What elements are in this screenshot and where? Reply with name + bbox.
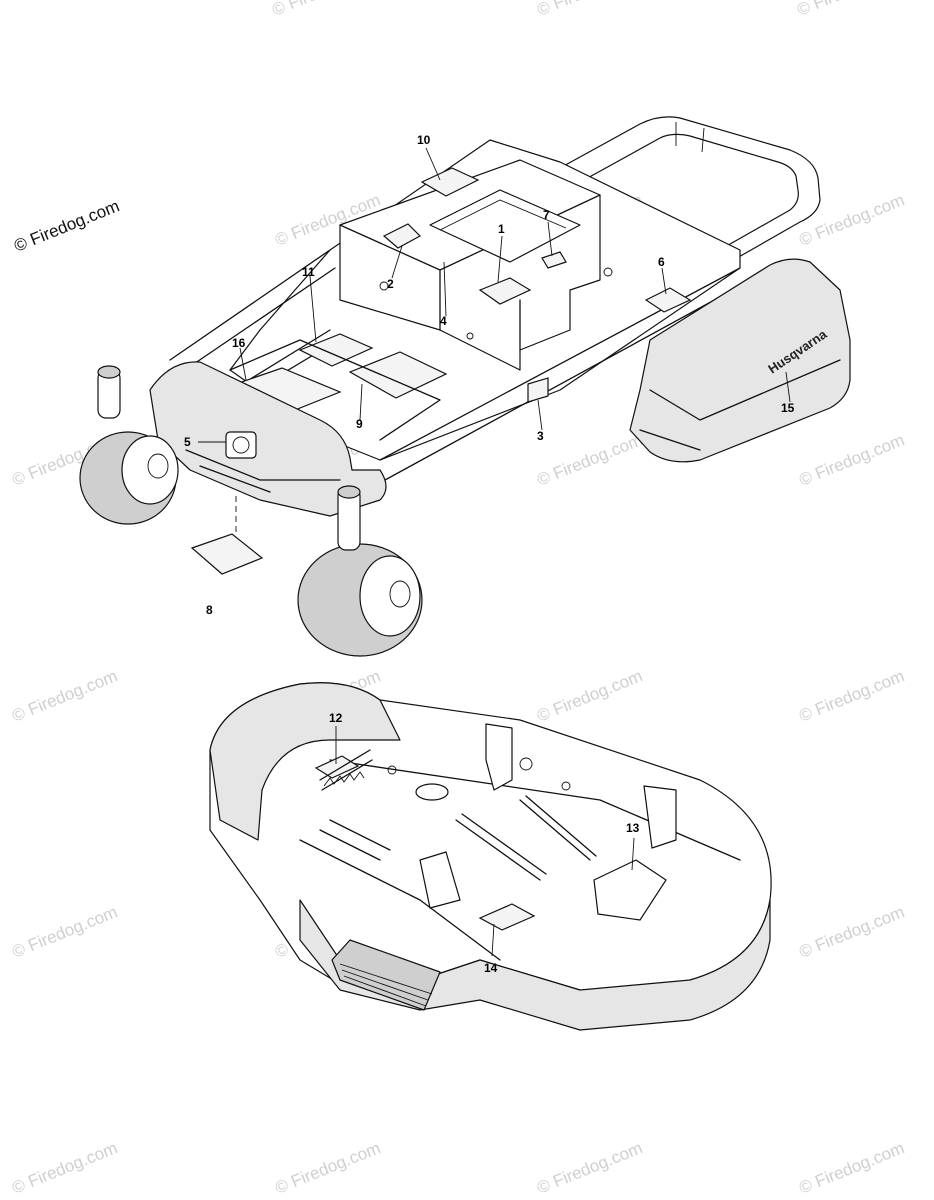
watermark: © Firedog.com	[794, 0, 905, 20]
callout-15: 15	[781, 401, 795, 415]
decal-9	[348, 351, 448, 399]
watermark: © Firedog.com	[9, 1138, 120, 1197]
decal-7	[541, 251, 567, 269]
seat-cutout-edge	[439, 199, 567, 231]
logo-emblem-icon	[232, 436, 250, 454]
nut-icon	[561, 781, 571, 791]
nut-icon	[387, 765, 397, 775]
linkage-bar	[319, 819, 391, 861]
deck-bracket-far	[643, 785, 677, 849]
callout-10: 10	[417, 133, 431, 147]
left-side-rail	[169, 249, 336, 373]
callout-12: 12	[329, 711, 343, 725]
copyright-notice: © Firedog.com	[11, 196, 122, 255]
callout-11: 11	[302, 265, 315, 279]
watermark: © Firedog.com	[796, 430, 907, 489]
callout-9: 9	[356, 417, 363, 431]
belt-guard	[593, 859, 667, 921]
nut-icon	[519, 757, 533, 771]
rear-left-hub-cap	[147, 453, 169, 479]
decal-11	[298, 333, 374, 367]
callout-14: 14	[484, 961, 498, 975]
decal-2	[382, 223, 421, 249]
deck-spring	[319, 749, 373, 791]
spring-coil	[323, 771, 365, 787]
watermark: © Firedog.com	[9, 902, 120, 961]
logo-plate	[225, 431, 257, 459]
watermark: © Firedog.com	[534, 0, 645, 20]
callout-2: 2	[387, 277, 394, 291]
floor-pan	[229, 339, 441, 441]
callout-13: 13	[626, 821, 640, 835]
decal-1	[478, 277, 532, 305]
decal-8	[190, 533, 264, 575]
deck-slot	[455, 813, 547, 881]
callout-16: 16	[232, 336, 246, 350]
watermark: © Firedog.com	[272, 1138, 383, 1197]
gauge-wheel-bracket	[419, 851, 461, 909]
bolt-icon	[603, 267, 613, 277]
watermark: © Firedog.com	[269, 0, 380, 20]
handle-inner-line	[675, 122, 705, 153]
callout-4: 4	[440, 314, 447, 328]
seat-cutout	[429, 189, 581, 263]
watermark: © Firedog.com	[796, 902, 907, 961]
watermark: © Firedog.com	[534, 666, 645, 725]
front-right-hub-cap	[389, 580, 411, 608]
deck-slot-2	[519, 795, 597, 861]
callout-7: 7	[543, 208, 550, 222]
cutting-deck-assembly	[209, 682, 772, 1031]
callout-3: 3	[537, 429, 544, 443]
callout-5: 5	[184, 435, 191, 449]
front-caster-top	[337, 485, 361, 499]
front-bumper	[149, 361, 387, 517]
watermark: © Firedog.com	[9, 666, 120, 725]
front-roller	[331, 939, 441, 1011]
callout-8: 8	[206, 603, 213, 617]
bolt-icon	[466, 332, 474, 340]
watermark: © Firedog.com	[796, 666, 907, 725]
roller-ridges	[339, 963, 433, 1007]
rear-caster-top	[97, 365, 121, 379]
decal-6	[644, 287, 692, 313]
fender-crease	[639, 359, 841, 451]
decal-3	[527, 377, 549, 403]
callout-labels: 10 1 7 6 11 2 4 16 9 3 15 5 8 12 13 14	[184, 133, 795, 975]
decal-10	[420, 167, 480, 197]
watermark: © Firedog.com	[534, 430, 645, 489]
rear-left-hub	[121, 435, 179, 505]
decal-14	[478, 903, 536, 931]
pulley	[415, 783, 449, 801]
deck-bracket-right	[485, 723, 513, 791]
deck-top-edge	[299, 759, 741, 961]
callout-1: 1	[498, 222, 505, 236]
chassis-assembly: Husqvarna	[79, 116, 851, 657]
callout-6: 6	[658, 255, 665, 269]
watermark: © Firedog.com	[534, 1138, 645, 1197]
bumper-crease	[185, 449, 341, 493]
decal-12	[314, 755, 360, 779]
bolt-icon	[379, 281, 389, 291]
bottom-leader-lines	[335, 726, 635, 957]
deck-left-shroud	[209, 682, 401, 841]
top-leader-lines	[198, 147, 791, 443]
watermark: © Firedog.com	[796, 1138, 907, 1197]
